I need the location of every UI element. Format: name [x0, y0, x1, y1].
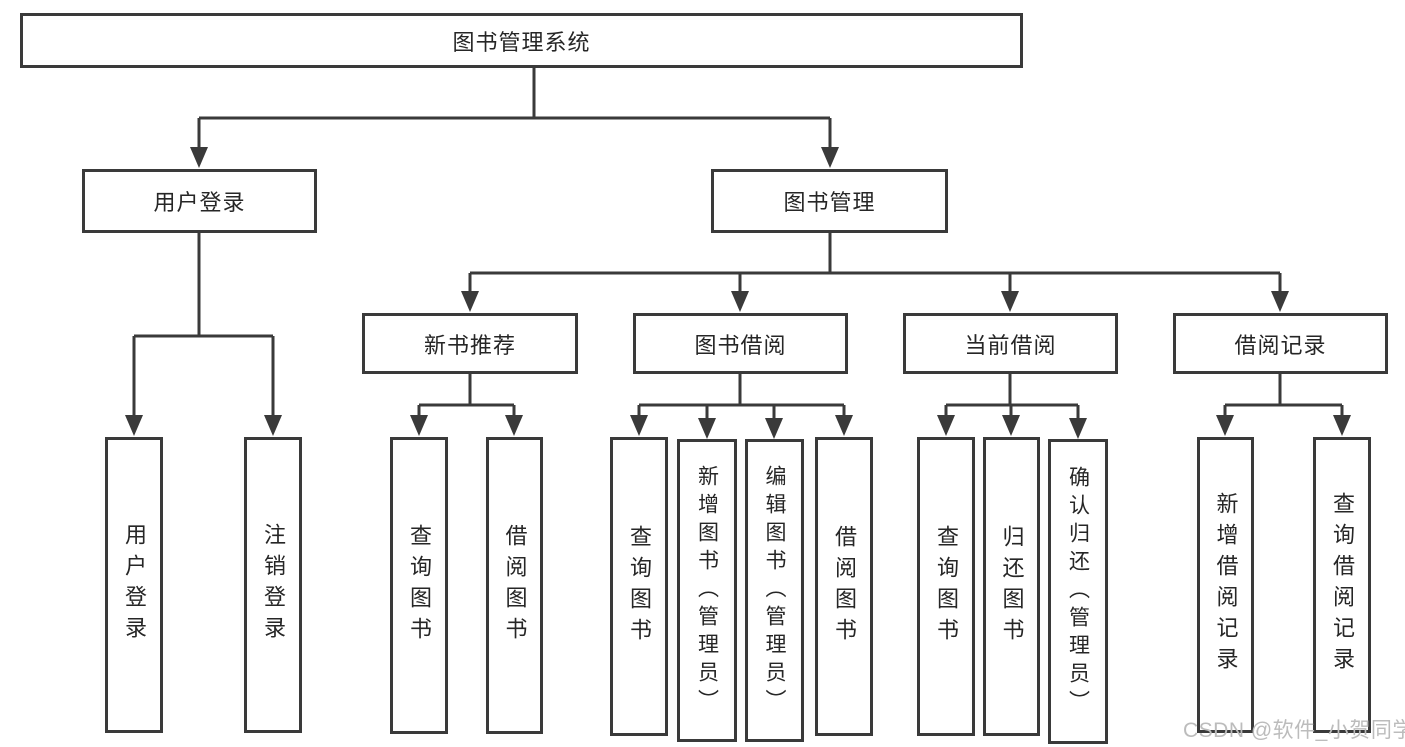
node-book-management-branch: 图书管理 [711, 169, 948, 233]
leaf-label: 新增图书（管理员） [695, 464, 719, 717]
leaf-user-login: 用户登录 [105, 437, 163, 733]
leaf-label: 借阅图书 [832, 524, 857, 649]
leaf-logout: 注销登录 [244, 437, 302, 733]
leaf-label: 借阅图书 [502, 523, 528, 648]
leaf-borrow-books: 借阅图书 [815, 437, 873, 736]
leaf-label: 查询借阅记录 [1330, 492, 1355, 678]
leaf-label: 用户登录 [122, 523, 147, 647]
leaf-add-borrow-record: 新增借阅记录 [1197, 437, 1254, 733]
leaf-label: 编辑图书（管理员） [763, 464, 786, 717]
leaf-label: 查询图书 [934, 524, 959, 649]
leaf-label: 确认归还（管理员） [1066, 465, 1090, 718]
leaf-query-books-borrowing: 查询图书 [610, 437, 668, 736]
node-book-borrowing: 图书借阅 [633, 313, 848, 374]
leaf-label: 注销登录 [261, 523, 286, 647]
csdn-watermark: CSDN @软件_小贺同学 [1183, 719, 1405, 742]
node-new-book-recommend: 新书推荐 [362, 313, 578, 374]
node-user-login-branch: 用户登录 [82, 169, 317, 233]
leaf-label: 查询图书 [627, 524, 652, 649]
leaf-edit-books-admin: 编辑图书（管理员） [745, 439, 804, 742]
leaf-confirm-return-admin: 确认归还（管理员） [1048, 439, 1108, 744]
leaf-add-books-admin: 新增图书（管理员） [677, 439, 737, 742]
node-root-system: 图书管理系统 [20, 13, 1023, 68]
leaf-return-books: 归还图书 [983, 437, 1040, 736]
leaf-label: 归还图书 [999, 524, 1025, 649]
leaf-label: 查询图书 [407, 523, 432, 648]
leaf-query-books-current: 查询图书 [917, 437, 975, 736]
leaf-query-books-recommend: 查询图书 [390, 437, 448, 734]
node-borrowing-records: 借阅记录 [1173, 313, 1388, 374]
leaf-query-borrow-record: 查询借阅记录 [1313, 437, 1371, 733]
node-current-borrowing: 当前借阅 [903, 313, 1118, 374]
leaf-label: 新增借阅记录 [1213, 492, 1239, 678]
leaf-borrow-books-recommend: 借阅图书 [486, 437, 543, 734]
